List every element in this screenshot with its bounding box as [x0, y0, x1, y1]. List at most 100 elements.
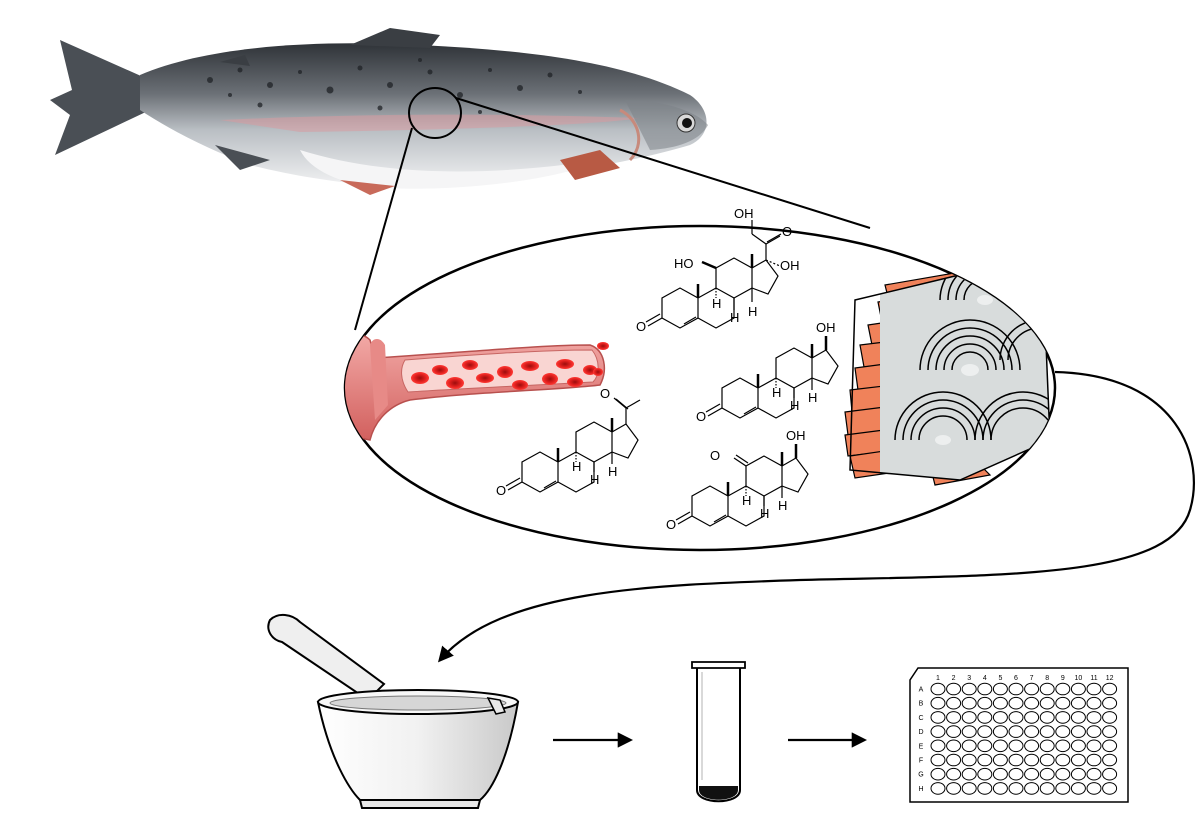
plate-well — [930, 753, 946, 767]
plate-well — [946, 725, 962, 738]
molecule-progesterone: O O H H H — [496, 386, 641, 498]
plate-well — [1024, 753, 1040, 767]
plate-column-label: 7 — [1030, 675, 1034, 682]
plate-well — [930, 725, 946, 738]
plate-well — [1039, 767, 1055, 781]
fish-dorsal-fin — [350, 28, 440, 48]
test-tube-body — [696, 665, 741, 803]
plate-well — [930, 696, 946, 710]
plate-well — [961, 739, 977, 753]
plate-well — [946, 767, 962, 781]
plate-well — [1055, 682, 1071, 696]
plate-well — [1102, 739, 1118, 753]
plate-well — [930, 782, 946, 795]
plate-column-label: 12 — [1106, 675, 1114, 682]
plate-well — [1055, 739, 1071, 753]
progesterone-o20: O — [600, 386, 610, 401]
plate-well — [961, 782, 977, 795]
ketotestosterone-o3: O — [666, 517, 676, 532]
cortisol-h8: H — [730, 310, 739, 325]
plate-well — [930, 767, 946, 781]
plate-well — [1086, 696, 1102, 710]
plate-wells — [930, 682, 1118, 795]
mortar-and-pestle — [267, 614, 520, 809]
plate-well — [1086, 782, 1102, 795]
plate-well — [977, 711, 993, 724]
plate-well — [930, 682, 946, 696]
plate-well — [1024, 682, 1040, 696]
pestle — [267, 614, 386, 702]
plate-well — [930, 739, 946, 753]
plate-well — [1008, 739, 1024, 753]
testosterone-h14: H — [808, 390, 817, 405]
fish-tail — [50, 40, 150, 155]
plate-well — [992, 682, 1008, 696]
progesterone-h8: H — [590, 472, 599, 487]
plate-well — [1102, 696, 1118, 710]
plate-well — [1008, 767, 1024, 781]
test-tube — [691, 661, 746, 803]
plate-well — [1024, 725, 1040, 738]
testosterone-o3: O — [696, 409, 706, 424]
plate-well — [992, 739, 1008, 753]
plate-column-label: 1 — [936, 675, 940, 682]
plate-well — [1008, 696, 1024, 710]
cortisol-oh17: OH — [780, 258, 800, 273]
plate-well — [977, 767, 993, 781]
plate-well — [1039, 711, 1055, 724]
plate-well — [1055, 767, 1071, 781]
plate-well — [961, 767, 977, 781]
plate-well — [992, 782, 1008, 795]
plate-well — [1070, 739, 1086, 753]
plate-well — [961, 725, 977, 738]
plate-well — [992, 753, 1008, 767]
plate-well — [1102, 782, 1118, 795]
plate-well — [1070, 767, 1086, 781]
fish-ventral-fin — [215, 145, 270, 170]
plate-well — [961, 682, 977, 696]
plate-well — [1055, 696, 1071, 710]
zoom-line-left — [354, 127, 413, 331]
cortisol-ho11: HO — [674, 256, 694, 271]
mortar-bowl — [316, 701, 520, 801]
cortisol-h9: H — [712, 296, 721, 311]
testosterone-h8: H — [790, 398, 799, 413]
plate-well — [946, 696, 962, 710]
fish-pectoral-fin — [560, 150, 620, 180]
plate-well — [1024, 696, 1040, 710]
connector-arrow — [437, 370, 1195, 663]
plate-column-label: 11 — [1090, 675, 1097, 682]
plate-well — [1070, 725, 1086, 738]
ketotestosterone-o11: O — [710, 448, 720, 463]
plate-well — [1102, 725, 1118, 738]
plate-well — [1039, 739, 1055, 753]
plate-well — [1008, 782, 1024, 795]
plate-column-label: 2 — [952, 675, 956, 682]
plate-well — [946, 739, 962, 753]
plate-well — [961, 711, 977, 724]
plate-column-label: 4 — [983, 675, 987, 682]
plate-row-label: C — [918, 715, 923, 722]
plate-well — [1055, 725, 1071, 738]
plate-well — [946, 711, 962, 724]
plate-well — [992, 725, 1008, 738]
plate-well — [1086, 767, 1102, 781]
progesterone-h9: H — [572, 459, 581, 474]
cortisol-h14: H — [748, 304, 757, 319]
plate-row-label: D — [918, 729, 923, 736]
testosterone-oh17: OH — [816, 320, 836, 335]
plate-well — [1055, 753, 1071, 767]
plate-well — [946, 782, 962, 795]
blood-vessel — [345, 334, 609, 441]
molecule-cortisol: HO OH OH O O H H H — [636, 206, 800, 334]
plate-well — [1102, 753, 1118, 767]
plate-well — [1070, 782, 1086, 795]
plate-well — [1086, 739, 1102, 753]
plate-well — [1086, 711, 1102, 724]
plate-well — [1008, 753, 1024, 767]
plate-well — [1070, 711, 1086, 724]
plate-well — [1102, 767, 1118, 781]
plate-well — [930, 711, 946, 724]
plate-well — [1070, 682, 1086, 696]
